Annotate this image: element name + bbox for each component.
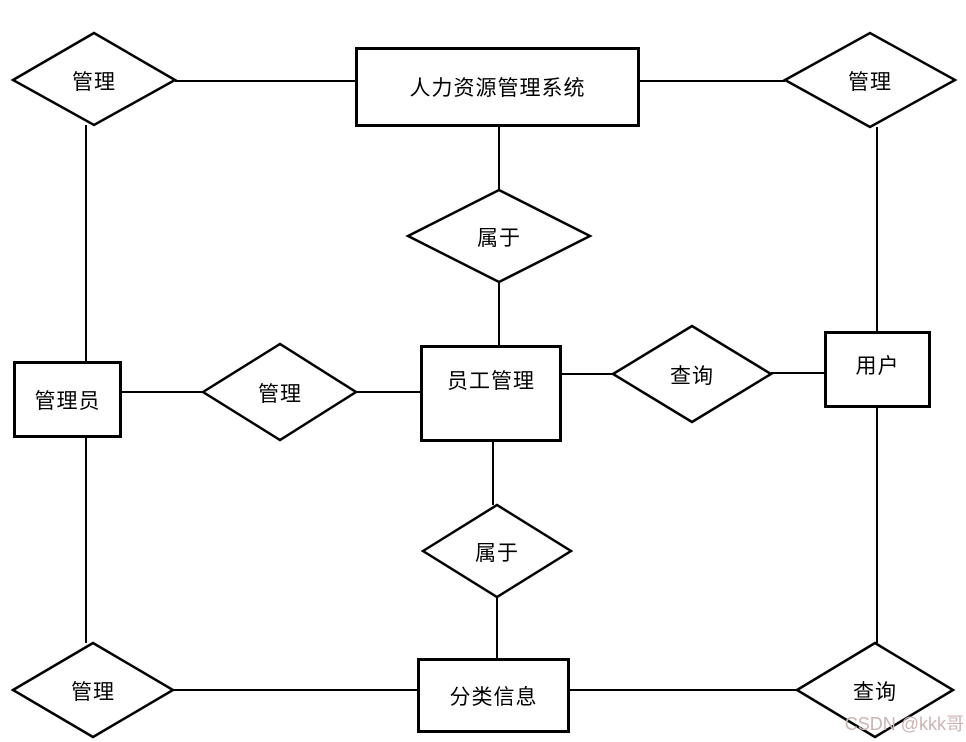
- relation-diamond-query-bottom-right: [794, 641, 956, 739]
- entity-user-label: 用户: [855, 353, 900, 378]
- relation-label-belongs-lower: 属于: [475, 541, 519, 565]
- relation-diamond-manage-top-right: [782, 31, 958, 129]
- entity-employee-mgmt: 员工管理: [420, 345, 562, 442]
- relation-label-manage-left: 管理: [258, 382, 302, 406]
- relation-label-query-bottom-right: 查询: [853, 680, 897, 704]
- relation-label-belongs-upper: 属于: [477, 226, 521, 250]
- relation-diamond-manage-left: [200, 342, 359, 442]
- relation-diamond-query-right: [610, 324, 774, 424]
- watermark: CSDN @kkk哥: [844, 714, 964, 734]
- entity-admin: 管理员: [13, 361, 122, 438]
- relation-diamond-manage-top-left: [10, 31, 178, 127]
- connector-lines: [85, 80, 878, 691]
- entity-employee-mgmt-label: 员工管理: [447, 368, 535, 393]
- relation-diamond-manage-bottom-left: [10, 641, 176, 739]
- relation-diamonds: [10, 31, 958, 739]
- entity-category-info-label: 分类信息: [449, 684, 538, 709]
- entity-user: 用户: [824, 331, 931, 408]
- entity-hr-system: 人力资源管理系统: [355, 47, 640, 127]
- entity-category-info: 分类信息: [417, 658, 570, 733]
- relation-label-query-right: 查询: [670, 364, 714, 388]
- entity-admin-label: 管理员: [34, 388, 101, 413]
- relation-diamond-belongs-lower: [420, 503, 574, 599]
- relation-label-manage-bottom-left: 管理: [71, 680, 115, 704]
- entity-hr-system-label: 人力资源管理系统: [409, 76, 586, 100]
- relation-label-manage-top-right: 管理: [848, 70, 892, 94]
- relation-diamond-belongs-upper: [405, 188, 593, 284]
- relation-label-manage-top-left: 管理: [72, 70, 116, 94]
